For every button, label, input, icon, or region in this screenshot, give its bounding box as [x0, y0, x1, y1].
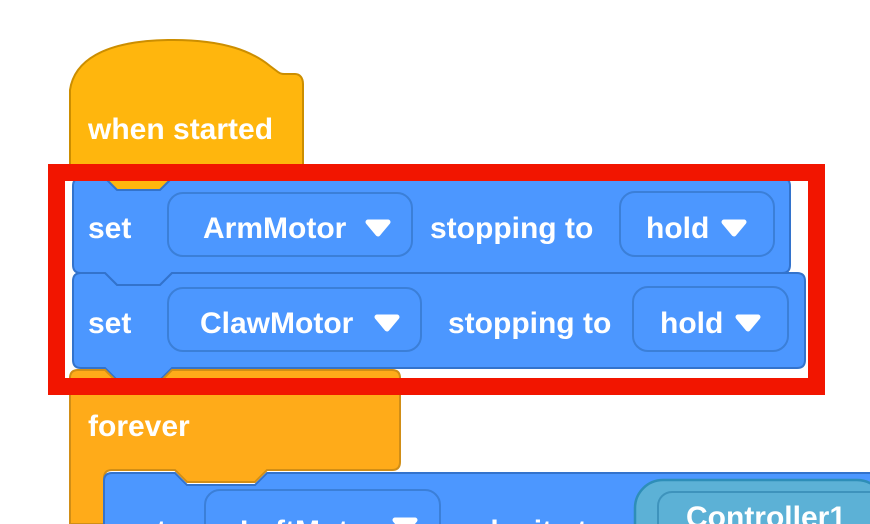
- dropdown-field[interactable]: [204, 489, 441, 524]
- c-block-shape[interactable]: [69, 369, 401, 524]
- motor-dropdown[interactable]: LeftMotor: [204, 489, 441, 524]
- hat-block-shape[interactable]: [69, 38, 304, 191]
- dropdown-field[interactable]: [167, 192, 413, 257]
- set-stopping-block-armmotor[interactable]: set ArmMotor stopping to hold: [72, 177, 791, 286]
- reporter-inner-field[interactable]: [657, 491, 870, 524]
- highlight-rectangle: [48, 164, 825, 395]
- mode-dropdown[interactable]: hold: [632, 286, 789, 352]
- set-label: set: [88, 212, 131, 245]
- dropdown-arrow-icon: [365, 219, 391, 237]
- dropdown-arrow-icon: [721, 219, 747, 237]
- dropdown-value: ClawMotor: [200, 307, 354, 340]
- set-velocity-block-leftmotor[interactable]: set LeftMotor velocity to Controller1: [103, 472, 870, 524]
- dropdown-field[interactable]: [632, 286, 789, 352]
- dropdown-arrow-icon: [392, 517, 418, 524]
- mode-dropdown[interactable]: hold: [619, 191, 775, 257]
- motor-dropdown[interactable]: ArmMotor: [167, 192, 413, 257]
- param-label: stopping to: [430, 212, 593, 245]
- set-label: set: [123, 515, 166, 524]
- dropdown-value: hold: [646, 212, 709, 245]
- forever-block[interactable]: forever: [69, 369, 401, 524]
- dropdown-arrow-icon: [374, 314, 400, 332]
- set-stopping-block-clawmotor[interactable]: set ClawMotor stopping to hold: [72, 272, 806, 381]
- when-started-hat-block[interactable]: when started: [69, 38, 304, 191]
- stack-block-shape[interactable]: [72, 272, 806, 381]
- dropdown-arrow-icon: [735, 314, 761, 332]
- param-label: velocity to: [457, 515, 605, 524]
- dropdown-field[interactable]: [167, 287, 422, 352]
- dropdown-value: hold: [660, 307, 723, 340]
- set-label: set: [88, 307, 131, 340]
- controller-reporter-block[interactable]: Controller1: [633, 478, 870, 524]
- dropdown-value: LeftMotor: [240, 515, 379, 524]
- motor-dropdown[interactable]: ClawMotor: [167, 287, 422, 352]
- dropdown-field[interactable]: [619, 191, 775, 257]
- dropdown-value: ArmMotor: [203, 212, 347, 245]
- reporter-value: Controller1: [686, 501, 846, 524]
- hat-block-label: when started: [87, 113, 273, 146]
- forever-label: forever: [88, 410, 190, 443]
- param-label: stopping to: [448, 307, 611, 340]
